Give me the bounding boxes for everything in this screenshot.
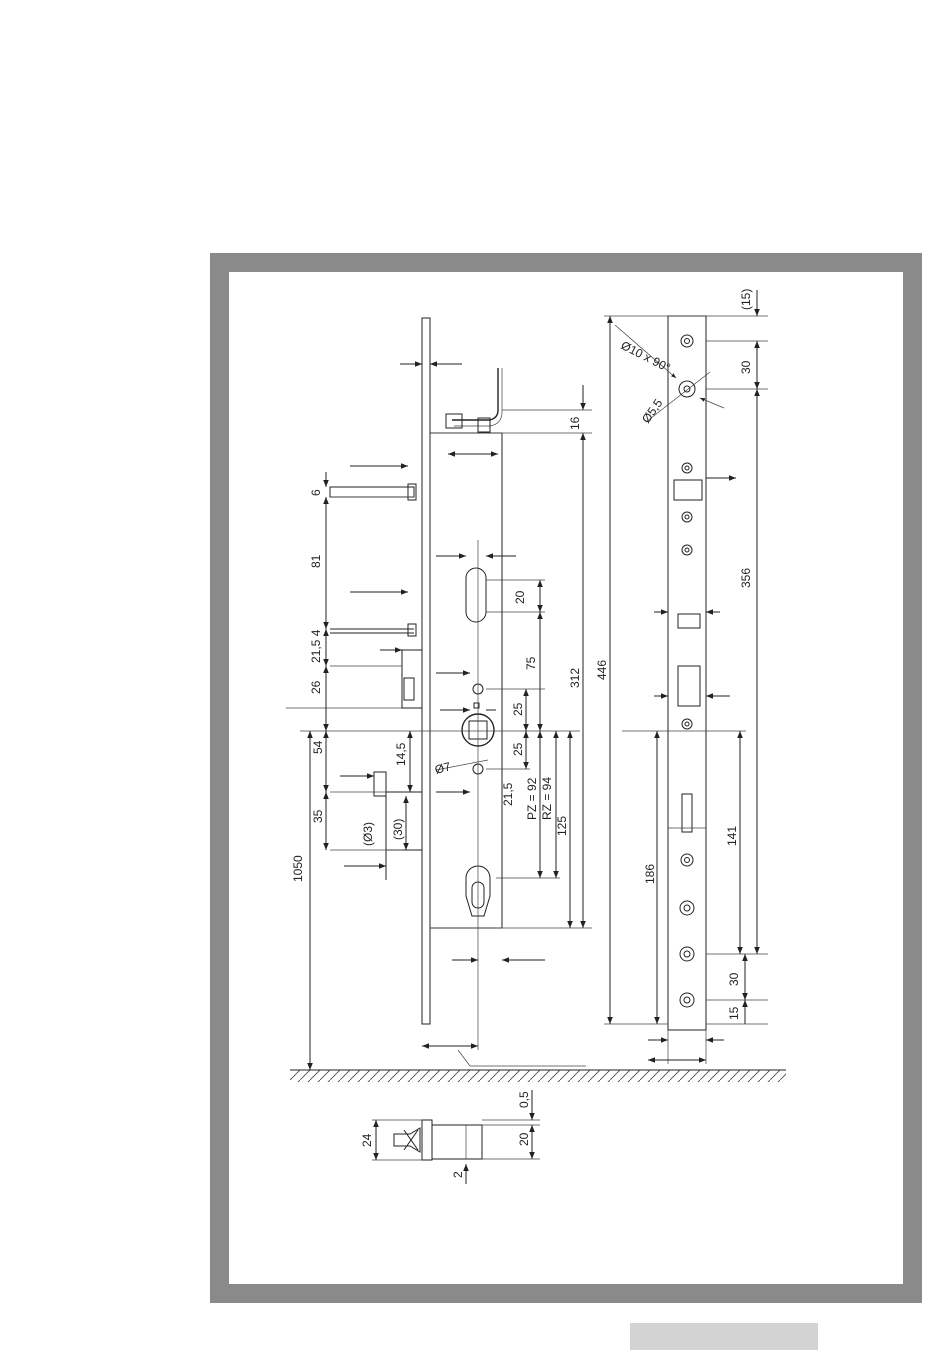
dim-35: 35 [311, 809, 325, 823]
dim-21-5-4: 21,5 4 [309, 629, 323, 663]
dim-75: 75 [524, 656, 538, 670]
dim-30-bottom: 30 [727, 972, 741, 986]
dim-phi3: (Ø3) [361, 822, 375, 846]
dim-16: 16 [568, 416, 582, 430]
dim-rz: RZ = 94 [540, 777, 554, 820]
section-view [372, 1090, 540, 1184]
dim-15-bottom: 15 [727, 1006, 741, 1020]
side-latch [402, 650, 422, 708]
dim-186: 186 [643, 864, 657, 884]
dim-24: 24 [360, 1133, 374, 1147]
dim-125: 125 [555, 816, 569, 836]
dim-pz: PZ = 92 [525, 777, 539, 820]
dim-2: 2 [451, 1171, 465, 1178]
side-faceplate [422, 318, 430, 1024]
dim-14-5: 14,5 [394, 742, 408, 766]
front-view-labels: 446 (15) Ø10 x 90° Ø5,5 30 356 186 141 3… [595, 289, 753, 1020]
dim-312: 312 [568, 668, 582, 688]
dim-141: 141 [725, 826, 739, 846]
dim-25-b: 25 [511, 742, 525, 756]
dim-0-5: 0,5 [517, 1091, 531, 1108]
dim-1050: 1050 [291, 855, 305, 882]
dim-30-paren: (30) [391, 819, 405, 840]
dim-phi7: Ø7 [433, 759, 452, 777]
front-view [604, 290, 768, 1064]
dim-15-paren: (15) [739, 289, 753, 310]
side-cable [452, 368, 498, 420]
dim-25-a: 25 [511, 702, 525, 716]
dim-30-top: 30 [739, 360, 753, 374]
dim-81: 81 [309, 554, 323, 568]
dim-phi10: Ø10 x 90° [619, 338, 673, 375]
side-lock-body [430, 433, 502, 928]
side-view-labels: 6 81 21,5 4 26 54 14,5 35 (Ø3) (30) 1050… [291, 416, 582, 882]
page-footer-bar [630, 1323, 818, 1350]
dim-6: 6 [309, 489, 323, 496]
dim-54: 54 [311, 740, 325, 754]
dim-phi5-5: Ø5,5 [639, 396, 666, 426]
dim-20: 20 [513, 590, 527, 604]
side-bolt-top [330, 487, 414, 497]
section-view-labels: 0,5 24 20 2 [360, 1091, 531, 1178]
floor-line [290, 1070, 786, 1082]
dim-356: 356 [739, 568, 753, 588]
side-view [286, 318, 592, 1070]
dim-21-5: 21,5 [501, 782, 515, 806]
dim-20-section: 20 [517, 1132, 531, 1146]
dim-446: 446 [595, 660, 609, 680]
dim-26: 26 [309, 680, 323, 694]
side-slot [466, 568, 486, 622]
